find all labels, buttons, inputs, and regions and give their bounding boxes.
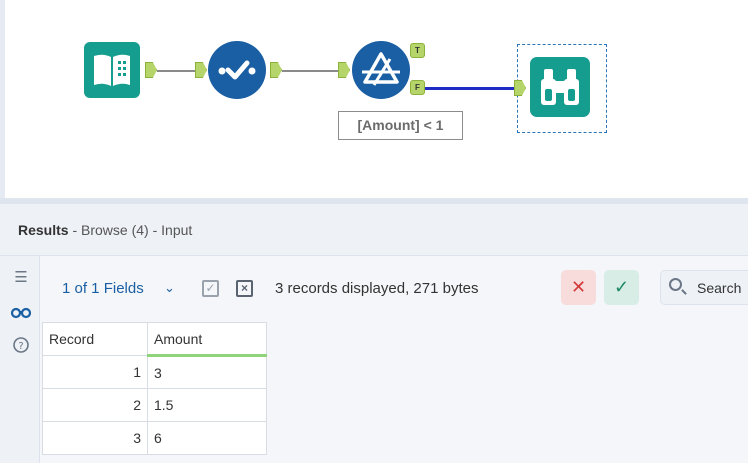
filter-tool[interactable]: [352, 41, 410, 99]
question-circle-icon: ?: [13, 337, 29, 353]
browse-input-anchor[interactable]: [514, 80, 526, 96]
results-title: Results - Browse (4) - Input: [18, 222, 192, 238]
search-box[interactable]: Search: [660, 270, 748, 305]
amount-cell[interactable]: 3: [147, 355, 267, 389]
input-output-anchor[interactable]: [145, 62, 157, 78]
search-icon: [669, 278, 682, 291]
record-cell: 3: [42, 421, 148, 455]
table-header-row: Record Amount: [42, 322, 267, 357]
connection-input-select[interactable]: [157, 70, 195, 72]
fields-selector-button[interactable]: 1 of 1 Fields: [62, 280, 144, 297]
column-header-amount[interactable]: Amount: [147, 322, 267, 357]
select-tool[interactable]: [208, 41, 266, 99]
table-row[interactable]: 3 6: [42, 421, 267, 455]
results-subtitle: - Browse (4) - Input: [68, 222, 193, 238]
table-row[interactable]: 1 3: [42, 355, 267, 389]
results-header: Results - Browse (4) - Input: [0, 204, 748, 256]
records-info: 3 records displayed, 271 bytes: [275, 280, 479, 297]
results-window: Results - Browse (4) - Input ☰ ? 1 of 1 …: [0, 204, 748, 463]
results-toolbar: 1 of 1 Fields ⌄ ✓ × 3 records displayed,…: [40, 256, 748, 322]
record-cell: 1: [42, 355, 148, 389]
filter-true-anchor[interactable]: T: [410, 43, 425, 58]
results-title-label: Results: [18, 222, 69, 238]
svg-text:?: ?: [18, 341, 23, 352]
book-icon: [94, 54, 130, 86]
filter-input-anchor[interactable]: [338, 62, 350, 78]
binoculars-icon: [541, 69, 579, 105]
help-icon[interactable]: ?: [10, 334, 32, 356]
results-table: Record Amount 1 3 2 1.5 3 6: [42, 322, 267, 455]
close-icon: ✕: [570, 277, 587, 297]
record-cell: 2: [42, 388, 148, 422]
table-row[interactable]: 2 1.5: [42, 388, 267, 422]
binoculars-view-icon[interactable]: [10, 300, 32, 322]
column-header-record[interactable]: Record: [42, 322, 148, 356]
results-grid[interactable]: Record Amount 1 3 2 1.5 3 6: [42, 322, 748, 463]
list-icon[interactable]: ☰: [14, 269, 28, 286]
canvas-left-border: [0, 0, 5, 200]
filter-icon: [362, 52, 400, 86]
select-input-anchor[interactable]: [195, 62, 207, 78]
workflow-canvas[interactable]: T F [Amount] < 1: [0, 0, 748, 200]
amount-cell[interactable]: 1.5: [147, 388, 267, 422]
results-side-strip: ☰ ?: [0, 256, 40, 463]
chevron-down-icon[interactable]: ⌄: [164, 280, 175, 295]
select-output-anchor[interactable]: [270, 62, 282, 78]
connection-select-filter[interactable]: [282, 70, 338, 72]
panel-splitter[interactable]: [0, 198, 748, 204]
checkmark-icon: [218, 60, 256, 80]
browse-tool[interactable]: [530, 57, 590, 117]
binoculars-icon: [10, 307, 32, 319]
search-label: Search: [697, 280, 742, 296]
check-icon: ✓: [613, 277, 630, 297]
filter-expression-label: [Amount] < 1: [338, 111, 463, 140]
amount-cell[interactable]: 6: [147, 421, 267, 455]
apply-button[interactable]: ✓: [604, 270, 639, 305]
connection-filter-false-browse[interactable]: [425, 87, 517, 90]
select-all-checkbox-icon[interactable]: ✓: [202, 280, 219, 297]
cancel-button[interactable]: ✕: [561, 270, 596, 305]
deselect-all-icon[interactable]: ×: [236, 280, 253, 297]
filter-false-anchor[interactable]: F: [410, 80, 425, 95]
input-data-tool[interactable]: [84, 42, 140, 98]
